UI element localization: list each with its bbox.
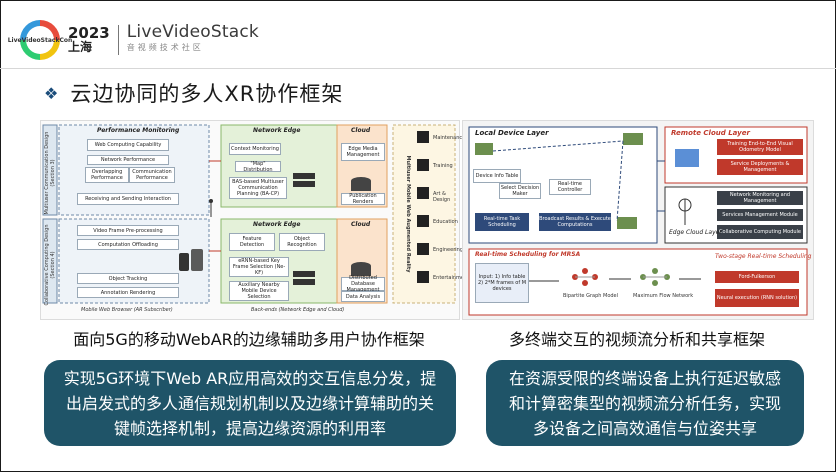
perf-item: Network Performance xyxy=(87,155,169,165)
neural-box: Neural execution (RNN solution) xyxy=(715,289,799,307)
side-label-bottom: Collaborative Computing Design (Section … xyxy=(44,224,56,306)
logo-year-block: 2023 上海 xyxy=(68,24,110,55)
remote-layer-title: Remote Cloud Layer xyxy=(671,129,750,137)
right-caption: 多终端交互的视频流分析和共享框架 xyxy=(508,330,765,349)
perf-item: Receiving and Sending Interaction xyxy=(77,193,179,205)
left-caption: 面向5G的移动WebAR的边缘辅助多用户协作框架 xyxy=(73,330,425,349)
app-label: Entertainment xyxy=(433,275,470,281)
edge-item: BAS-based Multiuser Communication Planni… xyxy=(229,177,287,199)
rt-controller-box: Real-time Controller xyxy=(549,179,591,195)
edge-title-top: Network Edge xyxy=(253,127,301,134)
app-label: Engineering xyxy=(433,247,463,253)
perf-item: Communication Performance xyxy=(129,167,175,183)
maxflow-label: Maximum Flow Network xyxy=(633,293,694,299)
browser-label: Mobile Web Browser (AR Subscriber) xyxy=(81,307,173,313)
remote-item: Training End-to-End Visual Odometry Mode… xyxy=(717,139,803,155)
edge-cloud-item: Collaborative Computing Module xyxy=(717,225,803,239)
app-label: Training xyxy=(433,163,453,169)
input-box: Input: 1) Info table 2) 2*M frames of M … xyxy=(475,263,529,303)
perf-item: Web Computing Capability xyxy=(87,139,169,151)
slide-title: 云边协同的多人XR协作框架 xyxy=(70,82,344,106)
app-label: Education xyxy=(433,219,458,225)
edge-cloud-item: Network Monitoring and Management xyxy=(717,191,803,205)
conference-logo-icon: LiveVideoStackCon xyxy=(8,20,72,60)
rt-task-box: Real-time Task Scheduling xyxy=(475,213,529,231)
device-info-box: Device Info Table xyxy=(473,169,521,183)
broadcast-box: Broadcast Results & Execute Computations xyxy=(539,213,611,231)
diamond-bullet-icon: ❖ xyxy=(44,83,59,103)
cloud-item: Edge Media Management xyxy=(341,143,385,161)
brand-block: LiveVideoStack 音视频技术社区 xyxy=(127,24,259,56)
right-architecture-figure: Local Device Layer Remote Cloud Layer Tr… xyxy=(462,120,814,320)
ford-box: Ford-Fulkerson xyxy=(715,271,799,283)
edge-item: Auxiliary Nearby Mobile Device Selection xyxy=(229,281,289,301)
edge-layer-title: Edge Cloud Layer xyxy=(669,229,722,236)
cloud-item: Distributed Database Management xyxy=(341,275,385,293)
edge-cloud-item: Services Management Module xyxy=(717,209,803,221)
comp-item: Video Frame Pre-processing xyxy=(77,225,179,236)
left-architecture-figure: Performance Monitoring Web Computing Cap… xyxy=(40,120,469,320)
rt-mrsa-title: Real-time Scheduling for MRSA xyxy=(475,251,581,258)
cloud-item: Publication Renders xyxy=(341,193,385,205)
comp-item: Object Tracking xyxy=(77,273,179,284)
perf-monitoring-title: Performance Monitoring xyxy=(97,127,180,134)
logo-separator xyxy=(117,25,119,55)
select-decision-box: Select Decision Maker xyxy=(499,183,541,199)
left-summary-card: 实现5G环境下Web AR应用高效的交互信息分发，提出启发式的多人通信规划机制以… xyxy=(44,360,456,446)
backend-label: Back-ends (Network Edge and Cloud) xyxy=(251,307,345,313)
logo-year: 2023 xyxy=(68,24,110,42)
edge-item: "Map" Distribution xyxy=(235,161,281,173)
comp-item: Annotation Rendering xyxy=(77,287,179,298)
edge-item: Object Recognition xyxy=(279,233,325,251)
app-label: Maintenance xyxy=(433,135,466,141)
cloud-item: Data Analysis xyxy=(341,291,385,302)
slide-title-row: ❖ 云边协同的多人XR协作框架 xyxy=(44,78,343,108)
logo-city: 上海 xyxy=(68,40,93,54)
side-label-top: Multiuser Communication Design (Section … xyxy=(44,131,56,215)
header-logo: LiveVideoStackCon 2023 上海 LiveVideoStack… xyxy=(8,20,259,60)
edge-item: Feature Detection xyxy=(229,233,275,251)
bipartite-label: Bipartite Graph Model xyxy=(563,293,619,299)
edge-item: eRNN-based Key Frame Selection (Ne-KF) xyxy=(229,257,289,277)
brand-subtitle: 音视频技术社区 xyxy=(126,43,204,52)
app-label: Art & Design xyxy=(433,191,451,203)
local-layer-title: Local Device Layer xyxy=(475,129,549,137)
perf-item: Overlapping Performance xyxy=(85,167,129,183)
vertical-label: Multiuser Mobile Web Augmented Reality xyxy=(405,155,411,273)
edge-title-bottom: Network Edge xyxy=(253,221,301,228)
edge-item: Context Monitoring xyxy=(229,143,281,155)
comp-item: Computation Offloading xyxy=(77,239,179,250)
logo-badge-text: LiveVideoStackCon xyxy=(8,26,72,54)
right-summary-card: 在资源受限的终端设备上执行延迟敏感和计算密集型的视频流分析任务，实现多设备之间高… xyxy=(486,360,804,446)
cloud-title-top: Cloud xyxy=(351,127,371,134)
cloud-title-bottom: Cloud xyxy=(351,221,371,228)
remote-item: Service Deployments & Management xyxy=(717,159,803,175)
two-stage-title: Two-stage Real-time Scheduling xyxy=(715,253,812,260)
header-divider xyxy=(0,68,836,69)
brand-name: LiveVideoStack xyxy=(126,22,259,42)
